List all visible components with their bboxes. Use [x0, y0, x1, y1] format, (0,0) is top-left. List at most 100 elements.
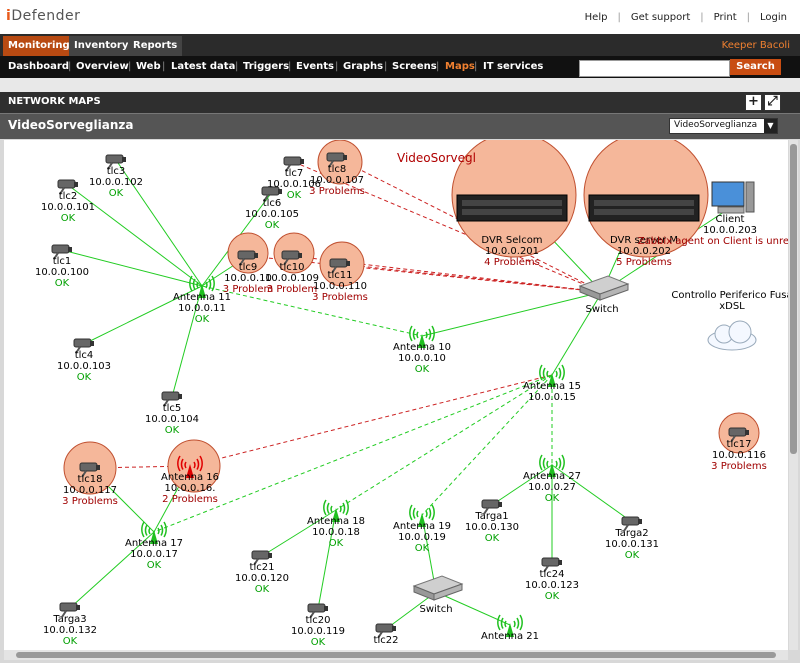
antenna-icon-ant21[interactable] — [497, 614, 523, 637]
camera-icon-tlc21[interactable] — [251, 550, 272, 566]
camera-icon-targa1[interactable] — [481, 499, 502, 515]
node-status: 3 Problem — [267, 284, 317, 295]
node-label: Targa3 — [52, 614, 86, 625]
camera-icon-tlc4[interactable] — [73, 338, 94, 354]
submenu-dashboard[interactable]: Dashboard — [8, 61, 69, 72]
node-status: OK — [545, 493, 560, 504]
user-name[interactable]: Keeper Bacoli — [721, 40, 790, 51]
camera-icon-tlc9[interactable] — [237, 250, 258, 266]
node-status: OK — [415, 543, 430, 554]
search-input[interactable] — [579, 60, 730, 77]
node-label: tlc8 — [328, 164, 347, 175]
antenna-icon-ant11[interactable] — [189, 275, 215, 298]
node-label: tlc6 — [263, 198, 282, 209]
submenu-maps[interactable]: Maps — [445, 61, 475, 72]
camera-icon-tlc3[interactable] — [105, 154, 126, 170]
link-tlc2-ant11 — [67, 184, 203, 287]
node-label: tlc10 — [280, 262, 305, 273]
computer-icon-client[interactable] — [711, 181, 755, 214]
node-ip: xDSL — [719, 301, 745, 312]
camera-icon-tlc1[interactable] — [51, 244, 72, 260]
tab-reports[interactable]: Reports — [128, 36, 183, 56]
camera-icon-tlc24[interactable] — [541, 557, 562, 573]
camera-icon-tlc8[interactable] — [326, 152, 347, 168]
antenna-icon-ant15[interactable] — [539, 364, 565, 387]
section-title: NETWORK MAPS — [8, 96, 101, 107]
camera-icon-tlc20[interactable] — [307, 603, 328, 619]
switch-icon-switch1[interactable] — [578, 275, 630, 301]
antenna-icon-ant19[interactable] — [409, 504, 435, 527]
node-label: tlc2 — [59, 191, 78, 202]
help-link[interactable]: Help — [584, 12, 608, 23]
submenu-latest-data[interactable]: Latest data — [171, 61, 236, 72]
node-status: OK — [415, 364, 430, 375]
server-icon-dvr1[interactable] — [456, 194, 568, 222]
camera-icon-tlc17[interactable] — [728, 427, 749, 443]
node-label: tlc24 — [540, 569, 565, 580]
node-status: OK — [61, 213, 76, 224]
horizontal-scrollbar[interactable] — [4, 650, 788, 660]
top-links: Help| Get support| Print| Login — [580, 12, 792, 23]
node-labels: tlc310.0.0.102OKtlc210.0.0.101OKtlc110.0… — [35, 164, 788, 648]
camera-icon-tlc2[interactable] — [57, 179, 78, 195]
camera-icon-tlc6[interactable] — [261, 186, 282, 202]
print-link[interactable]: Print — [713, 12, 737, 23]
camera-icon-tlc11[interactable] — [329, 258, 350, 274]
antenna-icon-ant17[interactable] — [141, 521, 167, 544]
network-map[interactable]: VideoSorvegl tlc310.0.0.102OKtlc210.0.0.… — [4, 140, 788, 650]
antenna-icon-ant27[interactable] — [539, 454, 565, 477]
submenu-graphs[interactable]: Graphs — [343, 61, 384, 72]
node-status: OK — [147, 560, 162, 571]
get-support-link[interactable]: Get support — [630, 12, 691, 23]
camera-icon-tlc22[interactable] — [375, 623, 396, 639]
map-title: VideoSorvegl — [397, 151, 476, 165]
submenu-triggers[interactable]: Triggers — [243, 61, 290, 72]
camera-icon-targa3[interactable] — [59, 602, 80, 618]
node-status: 3 Problems — [711, 461, 767, 472]
camera-icon-tlc7[interactable] — [283, 156, 304, 172]
submenu-screens[interactable]: Screens — [392, 61, 437, 72]
antenna-icon-ant10[interactable] — [409, 325, 435, 348]
cloud-icon-cloud[interactable] — [707, 320, 757, 351]
submenu-events[interactable]: Events — [296, 61, 334, 72]
node-ip: 10.0.0.201 — [485, 246, 539, 257]
camera-icon-targa2[interactable] — [621, 516, 642, 532]
tab-monitoring[interactable]: Monitoring — [3, 36, 75, 56]
node-ip: 10.0.0.104 — [145, 414, 199, 425]
link-ant27-targa2 — [551, 464, 633, 523]
node-status: OK — [265, 220, 280, 231]
node-ip: 10.0.0.11 — [178, 303, 226, 314]
camera-icon-tlc5[interactable] — [161, 391, 182, 407]
antenna-icon-ant18[interactable] — [323, 499, 349, 522]
tab-inventory[interactable]: Inventory — [69, 36, 134, 56]
scroll-thumb[interactable] — [16, 652, 776, 658]
node-icons — [51, 152, 757, 639]
server-icon-dvr2[interactable] — [588, 194, 700, 222]
node-ip: 10.0.0.19 — [398, 532, 446, 543]
login-link[interactable]: Login — [760, 12, 787, 23]
spacer-band — [0, 78, 800, 92]
camera-icon-tlc18[interactable] — [79, 462, 100, 478]
scroll-thumb[interactable] — [790, 144, 797, 454]
antenna-icon-ant16[interactable] — [177, 455, 203, 478]
map-select[interactable]: VideoSorveglianza ▼ — [669, 118, 778, 134]
vertical-scrollbar[interactable] — [789, 140, 798, 650]
submenu-it-services[interactable]: IT services — [483, 61, 544, 72]
node-status: OK — [485, 533, 500, 544]
submenu-overview[interactable]: Overview — [76, 61, 129, 72]
link-ant17-targa3 — [69, 531, 155, 609]
node-status: 3 Problem — [223, 284, 273, 295]
node-label: Targa1 — [474, 511, 508, 522]
problem-bubbles — [63, 140, 760, 495]
app-logo[interactable]: iDefender — [6, 8, 81, 24]
plus-icon[interactable]: + — [745, 94, 762, 111]
search-button[interactable]: Search — [730, 59, 781, 75]
node-label: Antenna 15 — [523, 381, 581, 392]
node-label: Antenna 27 — [523, 471, 581, 482]
camera-icon-tlc10[interactable] — [281, 250, 302, 266]
node-ip: 10.0.0.15 — [528, 392, 576, 403]
switch-icon-switch2[interactable] — [412, 575, 464, 601]
submenu-web[interactable]: Web — [136, 61, 161, 72]
fullscreen-icon[interactable]: ⤢ — [764, 94, 781, 111]
